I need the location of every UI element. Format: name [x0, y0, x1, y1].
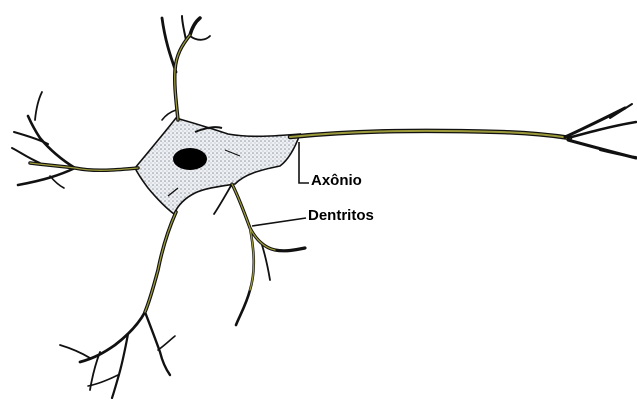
axon-leader-line [299, 142, 309, 183]
dendrite-leader-line [252, 218, 306, 226]
axon-label: Axônio [311, 172, 362, 189]
nucleus [173, 148, 207, 170]
soma [135, 118, 300, 214]
dendrites [12, 16, 305, 398]
dendrites-label: Dentritos [308, 207, 374, 224]
axon [290, 104, 636, 158]
